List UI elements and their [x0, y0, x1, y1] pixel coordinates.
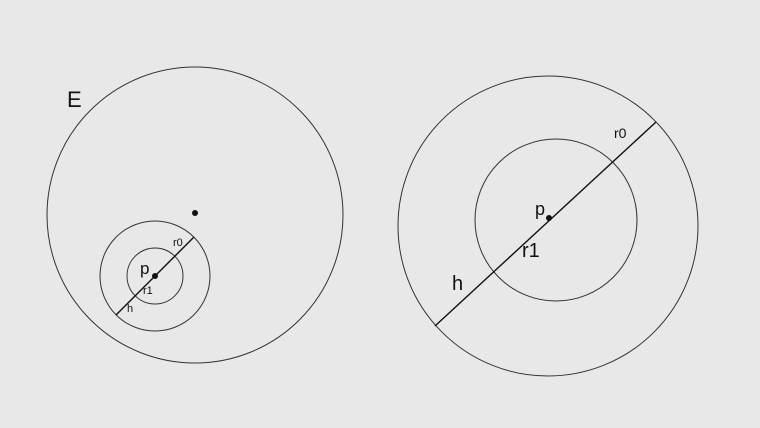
inner-radius-circle-small	[126, 247, 184, 305]
environment-center-dot	[192, 210, 198, 216]
left-diagram: E p r0 r1 h	[46, 66, 344, 364]
diameter-line-large	[434, 121, 657, 327]
point-p-dot-small	[152, 273, 158, 279]
inner-radius-circle-large	[474, 138, 638, 302]
point-label-large: p	[535, 199, 545, 219]
outer-radius-circle-large	[397, 75, 699, 377]
point-label-small: p	[140, 259, 149, 278]
point-p-dot-large	[546, 215, 552, 221]
outer-radius-label-large: r0	[614, 125, 627, 141]
outer-radius-circle-small	[99, 220, 211, 332]
height-label-small: h	[127, 303, 133, 315]
height-label-large: h	[452, 273, 463, 295]
inner-radius-label-small: r1	[143, 285, 153, 297]
environment-label: E	[67, 87, 82, 112]
right-diagram: p r0 r1 h	[397, 75, 699, 377]
outer-radius-label-small: r0	[173, 237, 183, 249]
inner-radius-label-large: r1	[522, 240, 540, 262]
environment-circle	[46, 66, 344, 364]
